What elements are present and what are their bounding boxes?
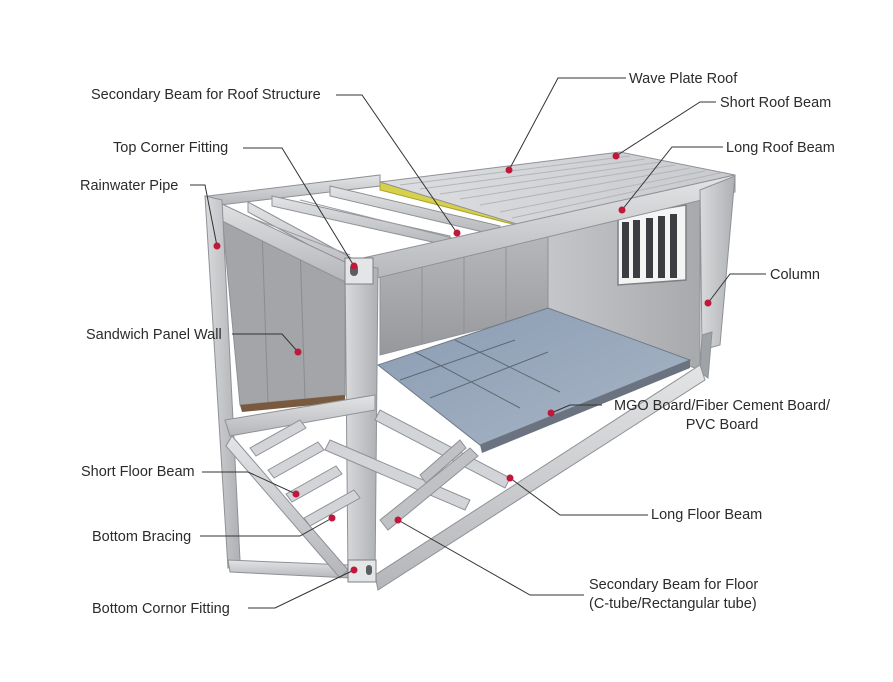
label-long-roof-beam: Long Roof Beam [726,140,835,156]
floor-board [376,307,692,453]
marker-secondary-beam-roof [453,229,461,237]
markers [213,152,712,574]
marker-secondary-beam-floor [394,516,402,524]
label-mgo-board: MGO Board/Fiber Cement Board/ PVC Board [606,397,838,435]
label-column: Column [770,267,820,283]
marker-rainwater-pipe [213,242,221,250]
label-short-roof-beam: Short Roof Beam [720,95,832,111]
label-rainwater-pipe: Rainwater Pipe [80,178,179,194]
label-bottom-corner-fitting: Bottom Cornor Fitting [92,601,230,617]
label-wave-plate-roof: Wave Plate Roof [629,71,738,87]
label-secondary-beam-floor-line2: (C-tube/Rectangular tube) [589,596,757,612]
label-top-corner-fitting: Top Corner Fitting [113,140,229,156]
top-corner-fitting [344,257,374,285]
label-secondary-beam-roof: Secondary Beam for Roof Structure [91,87,321,103]
marker-sandwich-panel-wall [294,348,302,356]
marker-long-floor-beam [506,474,514,482]
label-bottom-bracing: Bottom Bracing [92,529,192,545]
window [617,204,687,286]
marker-short-roof-beam [612,152,620,160]
label-sandwich-panel-wall: Sandwich Panel Wall [86,327,222,343]
bottom-corner-fitting [347,559,377,583]
marker-top-corner-fitting [350,262,358,270]
label-short-floor-beam: Short Floor Beam [81,464,195,480]
floor-frame [224,364,706,591]
label-secondary-beam-floor-line1: Secondary Beam for Floor [589,577,759,593]
marker-mgo-board [547,409,555,417]
leader-lines [190,77,766,609]
label-mgo-board-line1: MGO Board/Fiber Cement Board/ [614,398,830,414]
marker-wave-plate-roof [505,166,513,174]
marker-bottom-bracing [328,514,336,522]
marker-column [704,299,712,307]
label-mgo-board-line2: PVC Board [685,417,759,433]
label-secondary-beam-floor: Secondary Beam for Floor (C-tube/Rectang… [589,576,758,614]
marker-short-floor-beam [292,490,300,498]
label-long-floor-beam: Long Floor Beam [651,507,763,523]
marker-long-roof-beam [618,206,626,214]
marker-bottom-corner-fitting [350,566,358,574]
